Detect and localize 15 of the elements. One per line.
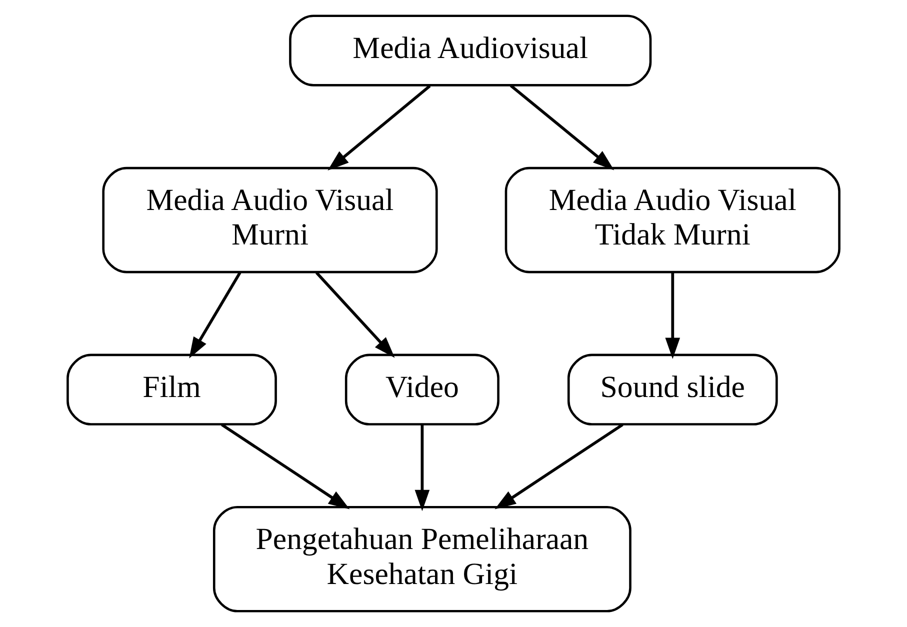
- arrow: [189, 272, 242, 358]
- arrow: [221, 423, 350, 510]
- node-box: Media Audio Visual Tidak Murni: [504, 166, 840, 274]
- arrow: [328, 84, 431, 170]
- node-box: Sound slide: [567, 354, 778, 426]
- node-box: Pengetahuan Pemeliharaan Kesehatan Gigi: [212, 506, 632, 612]
- arrow: [665, 272, 680, 359]
- node-box: Media Audio Visual Murni: [102, 166, 438, 274]
- node-box: Video: [344, 354, 500, 426]
- node-box: Media Audiovisual: [289, 14, 652, 86]
- arrow: [510, 84, 614, 170]
- arrow: [494, 423, 624, 510]
- arrow: [414, 425, 430, 512]
- arrow: [315, 272, 395, 358]
- node-box: Film: [66, 354, 277, 426]
